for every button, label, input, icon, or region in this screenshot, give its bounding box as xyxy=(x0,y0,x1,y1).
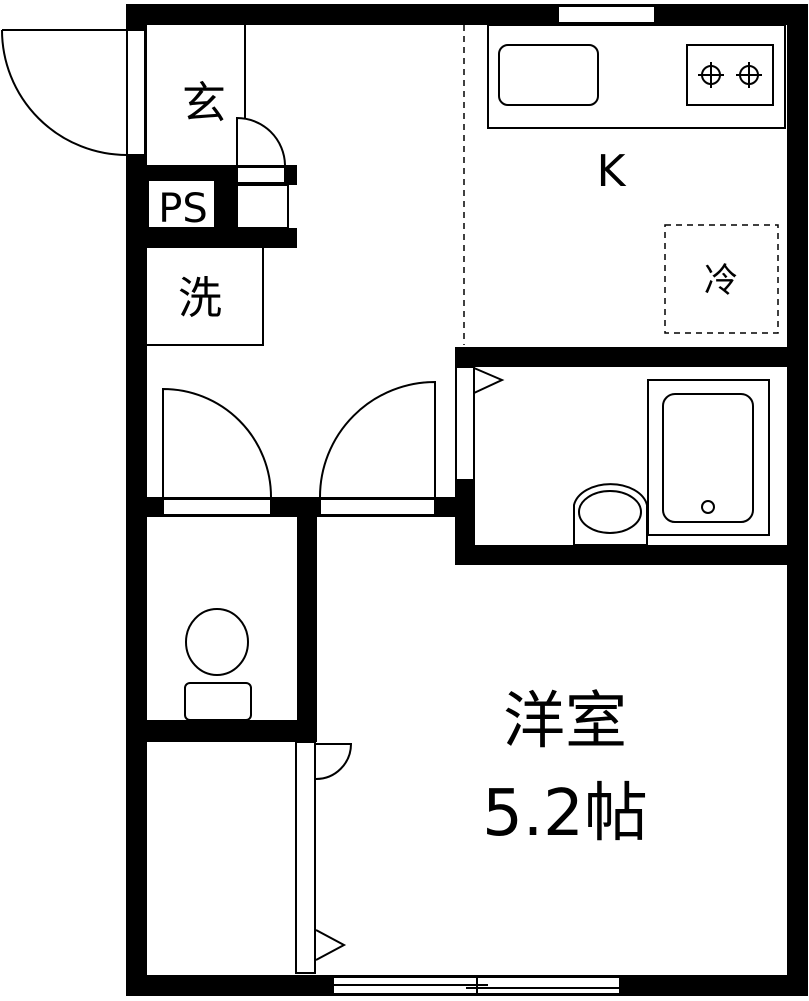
room-size-label: 5.2帖 xyxy=(482,777,648,851)
toilet-door[interactable] xyxy=(162,387,272,516)
wash-basin xyxy=(573,483,648,546)
closet-door[interactable] xyxy=(295,741,353,974)
ps-label: PS xyxy=(158,186,208,232)
bathroom-walls xyxy=(440,347,808,565)
entrance-label: 玄 xyxy=(182,78,226,129)
ps-door[interactable] xyxy=(236,116,286,166)
toilet xyxy=(184,608,252,721)
pipe-space xyxy=(147,165,297,248)
burner-icon xyxy=(736,62,762,88)
sink xyxy=(498,44,599,106)
kitchen-counter xyxy=(487,24,786,129)
room-name-label: 洋室 xyxy=(503,684,627,757)
fridge-space xyxy=(664,224,779,334)
kitchen-label: K xyxy=(597,146,627,197)
fridge-label: 冷 xyxy=(704,261,738,301)
washer-space xyxy=(147,248,264,346)
room-door[interactable] xyxy=(319,380,436,516)
burner-icon xyxy=(698,62,724,88)
bathtub xyxy=(647,379,770,536)
entrance-door[interactable] xyxy=(1,29,146,156)
bottom-window xyxy=(332,976,621,995)
top-window xyxy=(557,5,656,24)
bathroom-door[interactable] xyxy=(455,366,505,481)
washer-label: 洗 xyxy=(178,273,222,324)
